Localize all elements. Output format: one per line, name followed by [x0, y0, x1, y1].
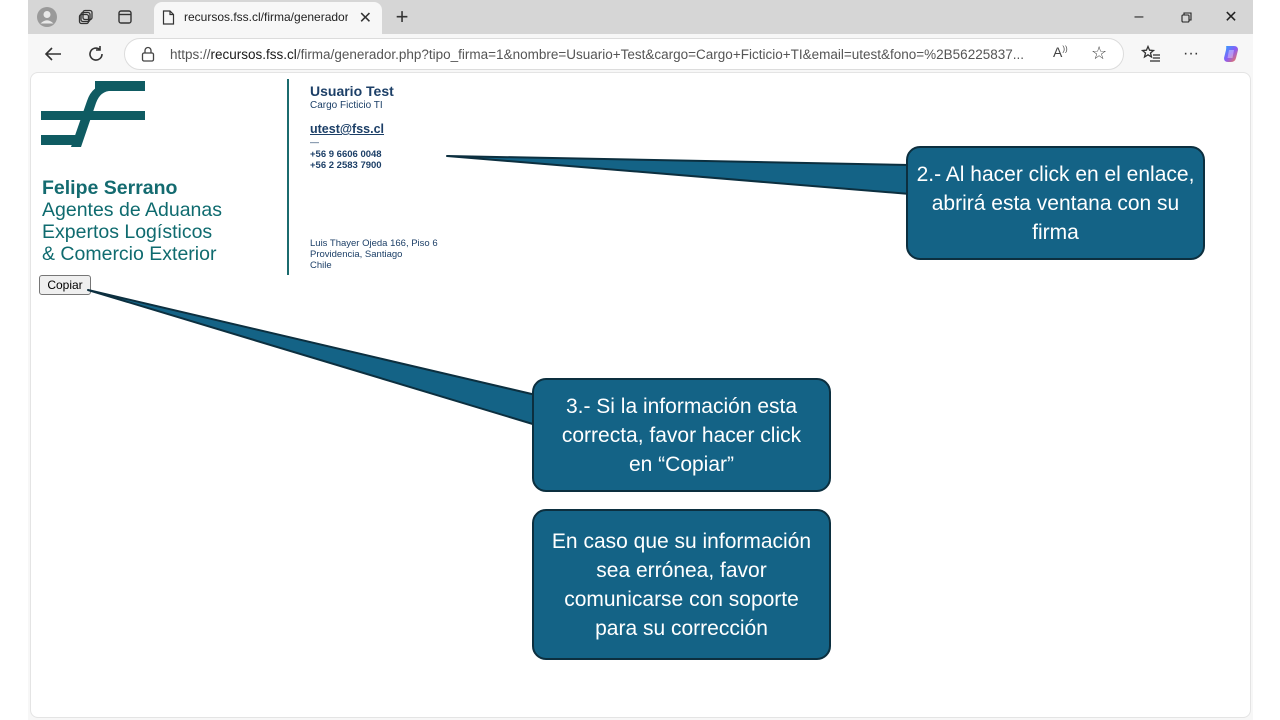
site-info-icon[interactable]	[141, 46, 155, 67]
more-options-icon[interactable]: ···	[1183, 45, 1199, 62]
brand-line-4: & Comercio Exterior	[42, 243, 217, 265]
navigation-bar: https://recursos.fss.cl/firma/generador.…	[28, 34, 1253, 72]
signature-divider	[287, 79, 289, 275]
profile-icon[interactable]	[36, 6, 58, 28]
callout-step-2-text: 2.- Al hacer click en el enlace, abrirá …	[916, 162, 1195, 244]
signature-address-country: Chile	[310, 260, 332, 271]
close-tab-icon[interactable]: ✕	[358, 10, 372, 27]
signature-dash: —	[310, 137, 319, 147]
refresh-icon[interactable]	[83, 41, 109, 67]
callout-step-2: 2.- Al hacer click en el enlace, abrirá …	[906, 146, 1205, 260]
read-aloud-icon[interactable]: A))	[1053, 44, 1068, 60]
close-window-icon[interactable]: ✕	[1224, 9, 1238, 26]
signature-role: Cargo Ficticio TI	[310, 100, 383, 111]
new-tab-icon[interactable]: +	[395, 4, 409, 29]
favorite-star-icon[interactable]: ☆	[1091, 43, 1108, 63]
callout-support-note: En caso que su información sea errónea, …	[532, 509, 831, 660]
callout-step-3-text: 3.- Si la información esta correcta, fav…	[561, 394, 802, 476]
signature-address-street: Luis Thayer Ojeda 166, Piso 6	[310, 238, 438, 249]
signature-phone-mobile: +56 9 6606 0048	[310, 149, 382, 160]
page-icon	[162, 10, 175, 30]
signature-name: Usuario Test	[310, 83, 394, 99]
back-icon[interactable]	[40, 41, 66, 67]
brand-line-1: Felipe Serrano	[42, 177, 178, 199]
url-text[interactable]: https://recursos.fss.cl/firma/generador.…	[170, 47, 1024, 62]
tab-actions-icon[interactable]	[114, 6, 136, 28]
tab-bar: recursos.fss.cl/firma/generador.ph ✕ + –…	[28, 0, 1253, 34]
brand-text: Felipe Serrano Agentes de Aduanas Expert…	[42, 177, 222, 265]
tab-title: recursos.fss.cl/firma/generador.ph	[184, 10, 348, 24]
restore-icon[interactable]	[1166, 4, 1206, 30]
brand-line-2: Agentes de Aduanas	[42, 199, 222, 221]
workspaces-icon[interactable]	[75, 6, 97, 28]
signature-email-link[interactable]: utest@fss.cl	[310, 122, 385, 136]
fss-logo	[41, 81, 145, 152]
address-bar[interactable]: https://recursos.fss.cl/firma/generador.…	[124, 38, 1124, 70]
callout-support-note-text: En caso que su información sea errónea, …	[551, 529, 812, 640]
minimize-icon[interactable]: –	[1134, 8, 1144, 25]
signature-address-city: Providencia, Santiago	[310, 249, 403, 260]
brand-line-3: Expertos Logísticos	[42, 221, 213, 243]
copilot-icon[interactable]	[1218, 41, 1244, 67]
url-host: recursos.fss.cl	[210, 47, 297, 62]
callout-step-3: 3.- Si la información esta correcta, fav…	[532, 378, 831, 492]
copy-button[interactable]: Copiar	[39, 275, 91, 295]
signature-phone-office: +56 2 2583 7900	[310, 160, 382, 171]
favorites-icon[interactable]	[1138, 41, 1164, 67]
tab-signature-generator[interactable]: recursos.fss.cl/firma/generador.ph ✕	[154, 2, 382, 34]
